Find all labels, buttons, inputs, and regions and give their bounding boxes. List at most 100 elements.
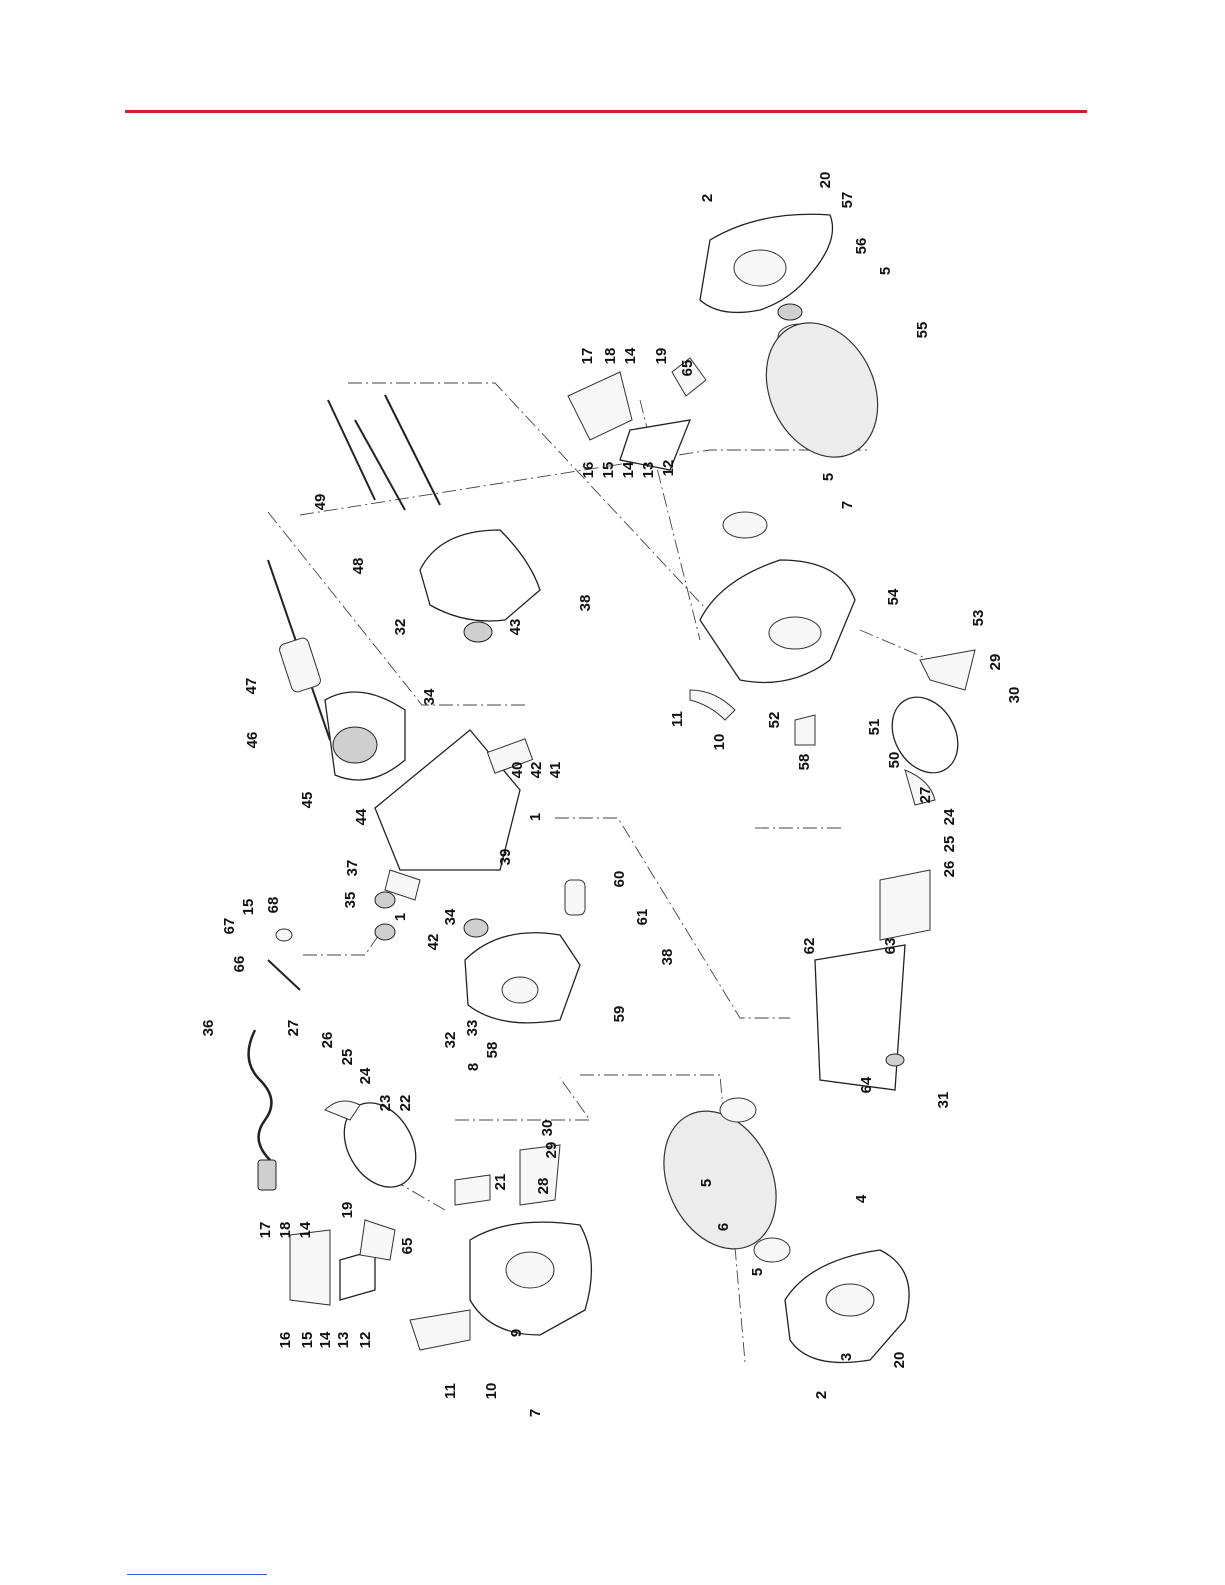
right-tool-rest — [700, 560, 975, 690]
callout-c29b: 29 — [987, 654, 1004, 671]
spark-deflector-right — [690, 690, 815, 745]
callout-c48: 48 — [350, 558, 367, 575]
callout-c11b: 11 — [442, 1383, 459, 1399]
callout-c32: 32 — [392, 619, 409, 636]
callout-c65: 65 — [679, 360, 696, 377]
callout-c14c: 14 — [622, 347, 639, 364]
callout-c65b: 65 — [399, 1238, 416, 1255]
callout-c16: 16 — [580, 462, 597, 479]
callout-c57: 57 — [839, 192, 856, 209]
callout-c31: 31 — [935, 1092, 952, 1109]
right-wheel-guard — [700, 214, 899, 538]
callout-c50: 50 — [886, 752, 903, 769]
left-outer-guard — [785, 1250, 909, 1363]
assembly-axes — [268, 383, 930, 1362]
callout-c45: 45 — [299, 792, 316, 809]
callout-c2: 2 — [699, 194, 716, 202]
callout-c55: 55 — [914, 322, 931, 339]
callout-c9: 9 — [508, 1329, 525, 1337]
callout-c5c: 5 — [698, 1179, 715, 1187]
callout-c12: 12 — [660, 460, 677, 477]
callout-c59: 59 — [611, 1006, 628, 1023]
callout-c38b: 38 — [659, 949, 676, 966]
callout-c24b: 24 — [941, 808, 958, 825]
motor-stator — [325, 692, 405, 780]
callout-c37: 37 — [344, 860, 361, 877]
callout-c68: 68 — [265, 897, 282, 914]
callout-c61: 61 — [634, 909, 651, 926]
callout-c13b: 13 — [335, 1332, 352, 1349]
callout-c5: 5 — [877, 267, 894, 275]
callout-c47: 47 — [243, 678, 260, 695]
callout-c21: 21 — [492, 1174, 509, 1191]
left-wheel-guard — [410, 1222, 591, 1350]
callout-c46: 46 — [244, 732, 261, 749]
callout-c25b: 25 — [941, 836, 958, 853]
callout-c14d: 14 — [297, 1221, 314, 1238]
callout-c5d: 5 — [749, 1268, 766, 1276]
callout-c67: 67 — [221, 918, 238, 935]
callout-c27: 27 — [285, 1020, 302, 1037]
callout-c32b: 32 — [442, 1032, 459, 1049]
callout-c5b: 5 — [820, 473, 837, 481]
tie-rods — [328, 395, 440, 510]
callout-c19b: 19 — [339, 1202, 356, 1219]
callout-c36: 36 — [200, 1020, 217, 1037]
callout-c7: 7 — [839, 501, 856, 509]
callout-c38: 38 — [577, 595, 594, 612]
callout-c63: 63 — [882, 938, 899, 955]
callout-c52: 52 — [766, 712, 783, 729]
callout-c8: 8 — [465, 1063, 482, 1071]
callout-c58b: 58 — [484, 1042, 501, 1059]
callout-c15c: 15 — [240, 899, 257, 916]
callout-c62: 62 — [801, 938, 818, 955]
callout-c19: 19 — [653, 348, 670, 365]
callout-c14b: 14 — [317, 1331, 334, 1348]
callout-c40: 40 — [509, 762, 526, 779]
callout-c64: 64 — [858, 1076, 875, 1093]
callout-c26b: 26 — [941, 861, 958, 878]
callout-c23: 23 — [377, 1095, 394, 1112]
callout-c33: 33 — [464, 1020, 481, 1037]
callout-c30b: 30 — [1006, 687, 1023, 704]
callout-c43: 43 — [507, 619, 524, 636]
callout-c10b: 10 — [483, 1383, 500, 1400]
callout-c41: 41 — [547, 762, 564, 779]
callout-c18b: 18 — [277, 1222, 294, 1239]
callout-c15: 15 — [600, 462, 617, 479]
callout-c29: 29 — [543, 1142, 560, 1159]
callout-c7b: 7 — [527, 1409, 544, 1417]
motor-rotor — [268, 560, 330, 740]
callout-c35: 35 — [342, 892, 359, 909]
callout-c15b: 15 — [299, 1332, 316, 1349]
callout-c14: 14 — [620, 461, 637, 478]
callout-c34: 34 — [421, 688, 438, 705]
callout-c26: 26 — [319, 1032, 336, 1049]
callout-c18: 18 — [602, 348, 619, 365]
callout-c58: 58 — [796, 754, 813, 771]
callout-c13: 13 — [640, 462, 657, 479]
callout-c49: 49 — [312, 494, 329, 511]
callout-c53: 53 — [970, 610, 987, 627]
callout-c17: 17 — [579, 348, 596, 365]
callout-c2b: 2 — [813, 1391, 830, 1399]
power-cord — [249, 1030, 276, 1190]
callout-c60: 60 — [611, 871, 628, 888]
callout-c44: 44 — [353, 808, 370, 825]
callout-c42b: 42 — [425, 934, 442, 951]
callout-c66: 66 — [231, 956, 248, 973]
callout-c20: 20 — [817, 172, 834, 189]
callout-c27b: 27 — [917, 787, 934, 804]
callout-c42: 42 — [528, 762, 545, 779]
left-grinding-wheel — [642, 1093, 797, 1267]
callout-c54: 54 — [885, 588, 902, 605]
callout-c11: 11 — [669, 711, 686, 727]
base-plate — [815, 870, 930, 1090]
callout-c4: 4 — [853, 1194, 870, 1203]
callout-c1: 1 — [527, 813, 544, 821]
callout-c10: 10 — [711, 734, 728, 751]
callout-c51: 51 — [866, 719, 883, 736]
switch-parts — [268, 870, 420, 990]
callout-c3: 3 — [838, 1353, 855, 1361]
